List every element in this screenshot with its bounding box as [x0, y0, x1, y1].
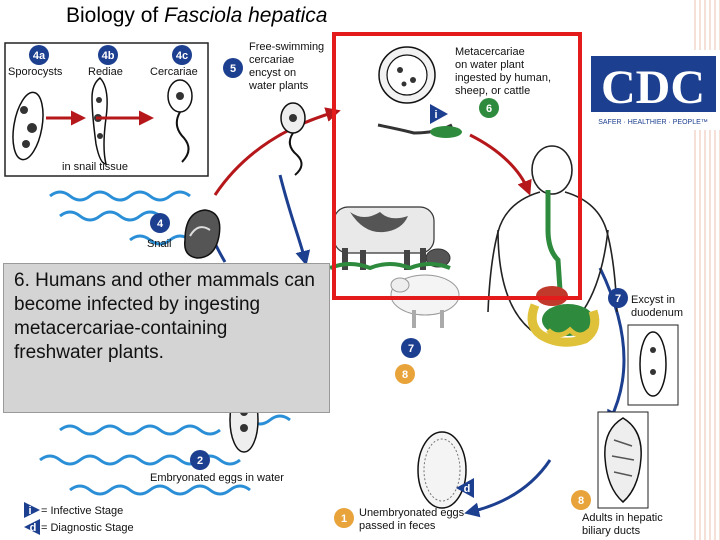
svg-text:5: 5 [230, 63, 236, 75]
legend-diagnostic-label: = Diagnostic Stage [41, 522, 134, 534]
label-sporocysts: Sporocysts [8, 66, 63, 78]
label-rediae: Rediae [88, 66, 123, 78]
svg-text:4c: 4c [176, 50, 188, 62]
cycle-arrows [199, 107, 626, 518]
slide-title: Biology of Fasciola hepatica [66, 4, 328, 28]
svg-text:8: 8 [578, 495, 584, 507]
highlight-box [332, 32, 582, 300]
badge-1: 1 [334, 508, 354, 528]
badge-6: 6 [479, 98, 499, 118]
unembryonated-egg [417, 431, 467, 509]
cdc-tagline: SAFER · HEALTHIER · PEOPLE™ [598, 119, 708, 126]
label-s5-line1: Free-swimming [249, 41, 324, 53]
sheep-illustration [390, 274, 460, 328]
label-s6-line2: on water plant [455, 59, 524, 71]
cow-illustration [329, 206, 451, 271]
svg-text:4b: 4b [102, 50, 115, 62]
snail-illustration [184, 209, 221, 259]
label-s5-line2: cercariae [249, 54, 294, 66]
svg-text:d: d [30, 522, 37, 534]
label-s8-line1: Adults in hepatic [582, 512, 663, 524]
badge-7: 7 [608, 288, 628, 308]
legend-infective-label: = Infective Stage [41, 505, 123, 517]
badge-5: 5 [223, 58, 243, 78]
badge-8b: 8 [395, 364, 415, 384]
label-s1-line1: Unembryonated eggs [359, 507, 465, 519]
legend-diagnostic: d = Diagnostic Stage [24, 519, 134, 535]
svg-text:i: i [28, 505, 31, 517]
label-snail: Snail [147, 238, 171, 250]
svg-text:4: 4 [157, 218, 164, 230]
badge-4b: 4b [98, 45, 118, 65]
title-prefix: Biology of [66, 4, 165, 27]
badge-i-stage6: i [430, 104, 448, 124]
label-s6-line4: sheep, or cattle [455, 85, 530, 97]
badge-d-stage1: d [456, 478, 474, 498]
badge-4c: 4c [172, 45, 192, 65]
label-s7-line2: duodenum [631, 307, 683, 319]
excysted-larva [627, 324, 679, 406]
snail-tissue-box [4, 42, 209, 177]
title-species: Fasciola hepatica [164, 4, 328, 27]
svg-text:4a: 4a [33, 50, 46, 62]
caption-text: 6. Humans and other mammals can become i… [14, 270, 315, 363]
label-s5-line4: water plants [248, 80, 309, 92]
label-s6-line3: ingested by human, [455, 72, 551, 84]
label-cercariae: Cercariae [150, 66, 198, 78]
svg-text:6: 6 [486, 103, 492, 115]
svg-text:1: 1 [341, 513, 347, 525]
label-in-snail-tissue: in snail tissue [62, 161, 128, 173]
label-s6-line1: Metacercariae [455, 46, 525, 58]
badge-7b: 7 [401, 338, 421, 358]
svg-text:8: 8 [402, 369, 408, 381]
cdc-logo: CDC SAFER · HEALTHIER · PEOPLE™ [583, 50, 720, 130]
badge-2: 2 [190, 450, 210, 470]
label-s5-line3: encyst on [249, 67, 296, 79]
svg-text:i: i [434, 109, 437, 121]
svg-text:2: 2 [197, 455, 203, 467]
label-s8-line2: biliary ducts [582, 525, 641, 537]
cercaria-illustration [280, 102, 306, 176]
badge-4: 4 [150, 213, 170, 233]
svg-text:d: d [464, 483, 471, 495]
svg-text:7: 7 [408, 343, 414, 355]
badge-4a: 4a [29, 45, 49, 65]
label-s1-line2: passed in feces [359, 520, 436, 532]
svg-text:7: 7 [615, 293, 621, 305]
metacercaria-illustration [377, 46, 462, 138]
cdc-letters: CDC [601, 61, 705, 114]
label-s2: Embryonated eggs in water [150, 472, 284, 484]
caption-box: 6. Humans and other mammals can become i… [3, 263, 330, 413]
legend-infective: i = Infective Stage [24, 502, 123, 518]
digestive-system-illustration [527, 190, 600, 347]
badge-8: 8 [571, 490, 591, 510]
label-s7-line1: Excyst in [631, 294, 675, 306]
adult-fluke [597, 411, 649, 509]
